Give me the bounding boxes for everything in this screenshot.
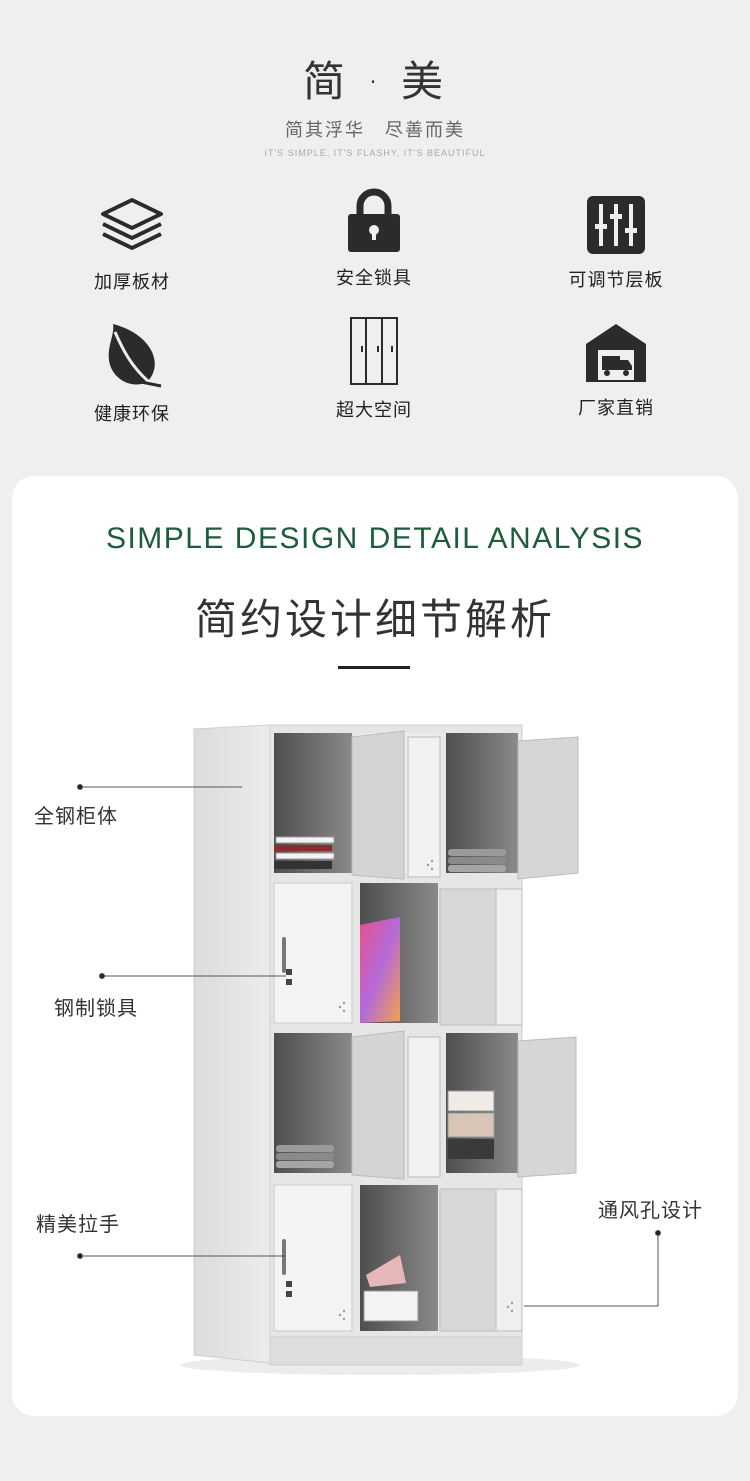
callout-steel-body: 全钢柜体	[34, 804, 118, 828]
locker-cabinet-illustration	[180, 724, 580, 1375]
page-subtitle: 简其浮华 尽善而美	[285, 120, 465, 141]
feature-adjustable-shelf: 可调节层板	[516, 194, 716, 292]
feature-label: 加厚板材	[94, 272, 170, 293]
leaf-icon	[108, 324, 162, 388]
layers-icon	[101, 198, 163, 250]
warehouse-truck-icon	[586, 324, 646, 382]
sliders-icon	[587, 196, 645, 254]
feature-label: 安全锁具	[336, 268, 412, 289]
callout-steel-lock: 钢制锁具	[54, 996, 138, 1020]
feature-label: 可调节层板	[568, 270, 664, 291]
feature-security-lock: 安全锁具	[274, 186, 474, 290]
feature-label: 厂家直销	[578, 398, 654, 419]
page-subtitle-en: IT'S SIMPLE, IT'S FLASHY, IT'S BEAUTIFUL	[264, 148, 486, 158]
detail-title-en: SIMPLE DESIGN DETAIL ANALYSIS	[105, 522, 645, 555]
title-divider	[338, 666, 410, 669]
feature-factory-direct: 厂家直销	[516, 320, 716, 420]
feature-label: 健康环保	[94, 404, 170, 425]
feature-thick-board: 加厚板材	[32, 194, 232, 294]
callout-vent: 通风孔设计	[598, 1198, 703, 1222]
feature-large-space: 超大空间	[274, 316, 474, 422]
page-title: 简 · 美	[302, 57, 448, 106]
feature-label: 超大空间	[336, 400, 412, 421]
detail-title-cn: 简约设计细节解析	[194, 595, 555, 644]
padlock-icon	[348, 188, 400, 252]
callout-handle: 精美拉手	[36, 1212, 120, 1236]
locker-cabinet-image	[170, 715, 590, 1379]
feature-eco: 健康环保	[32, 320, 232, 426]
wardrobe-icon	[350, 317, 398, 385]
